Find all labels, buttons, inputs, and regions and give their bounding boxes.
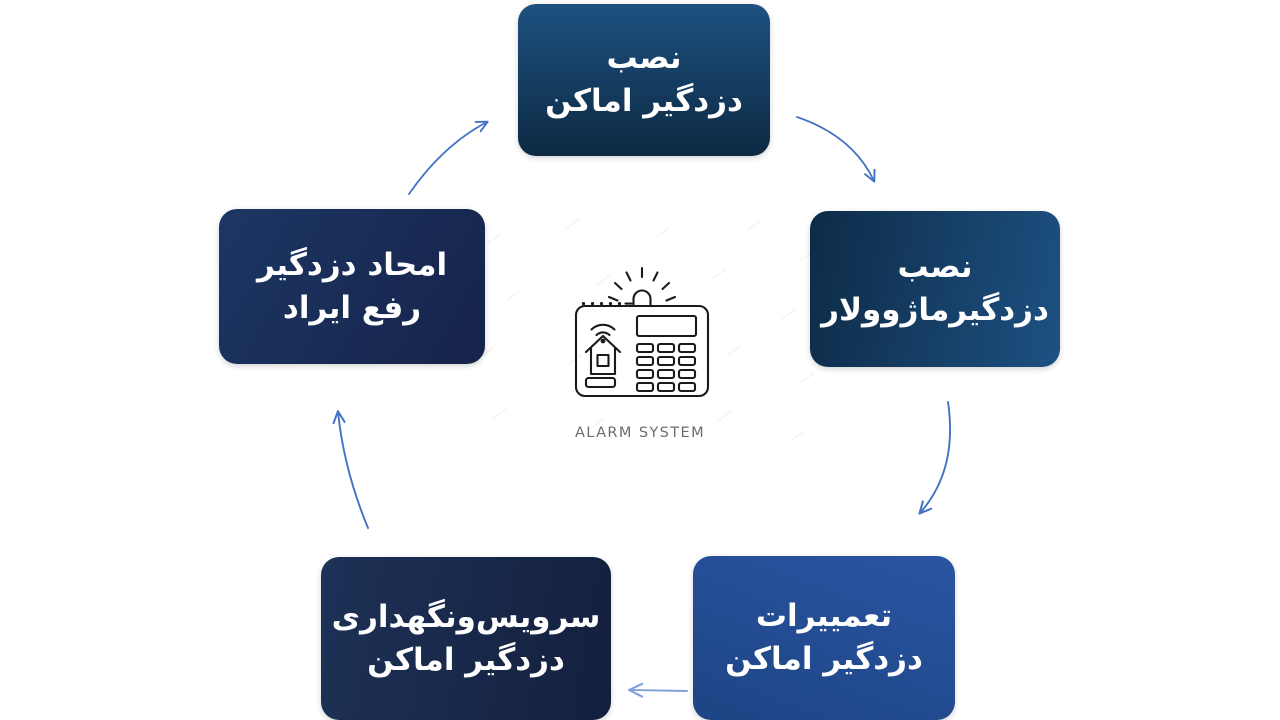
cycle-node-top-line2: دزدگیر اماکن xyxy=(545,83,743,119)
cycle-node-top[interactable]: نصب دزدگیر اماکن xyxy=(518,4,770,156)
cycle-node-top-line1: نصب xyxy=(606,40,682,77)
alarm-system-panel-icon xyxy=(574,266,710,398)
alarm-system-caption: ALARM SYSTEM xyxy=(574,425,706,441)
arrow-top-to-right xyxy=(796,116,874,181)
arrow-bottomright-to-bottomleft xyxy=(630,690,688,691)
cycle-node-right-line2: دزدگیرماژوولار xyxy=(821,292,1049,328)
cycle-node-left[interactable]: امحاد دزدگیر رفع ایراد xyxy=(219,209,485,364)
cycle-node-bottom-right[interactable]: تعمییرات دزدگیر اماکن xyxy=(693,556,955,720)
arrow-right-to-bottomright xyxy=(920,401,951,513)
arrow-left-to-top xyxy=(408,122,487,195)
cycle-node-right-line1: نصب xyxy=(897,249,973,286)
cycle-node-bottom-right-line1: تعمییرات xyxy=(755,598,893,635)
cycle-node-bottom-left-line2: دزدگیر اماکن xyxy=(367,641,565,678)
cycle-node-bottom-left-line1: سرویس‌ونگهداری xyxy=(331,598,601,635)
cycle-node-bottom-right-line2: دزدگیر اماکن xyxy=(725,641,923,677)
cycle-node-left-line2: رفع ایراد xyxy=(282,289,422,326)
cycle-node-right[interactable]: نصب دزدگیرماژوولار xyxy=(810,211,1060,367)
cycle-node-left-line1: امحاد دزدگیر xyxy=(256,246,448,283)
cycle-node-bottom-left[interactable]: سرویس‌ونگهداری دزدگیر اماکن xyxy=(321,557,611,720)
